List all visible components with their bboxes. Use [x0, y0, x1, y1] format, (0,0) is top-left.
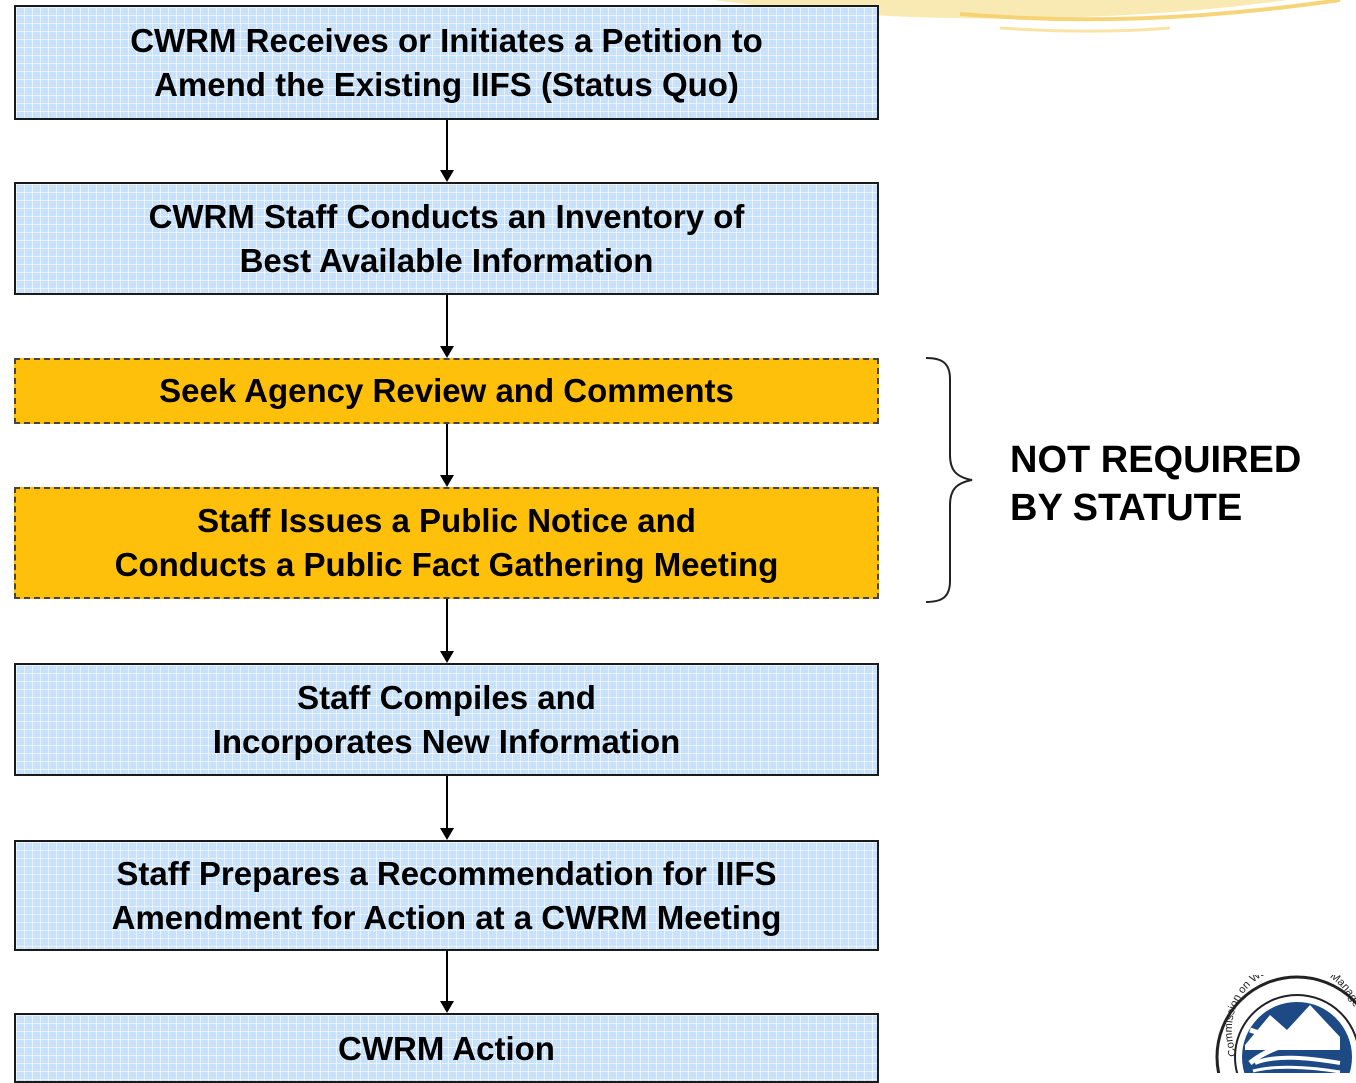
step-recommendation-line1: Staff Prepares a Recommendation for IIFS	[116, 854, 777, 892]
arrow-2	[440, 295, 454, 358]
step-compiles-box: Staff Compiles and Incorporates New Info…	[14, 663, 879, 776]
step-public-notice-box: Staff Issues a Public Notice and Conduct…	[14, 487, 879, 599]
arrow-4	[440, 599, 454, 663]
step-agency-review-line1: Seek Agency Review and Comments	[159, 372, 734, 409]
step-compiles-line1: Staff Compiles and	[297, 678, 596, 716]
step-public-notice-line1: Staff Issues a Public Notice and	[197, 502, 696, 539]
note-line1: NOT REQUIRED	[1010, 439, 1302, 481]
arrow-5	[440, 776, 454, 840]
arrow-3	[440, 424, 454, 487]
step-agency-review-box: Seek Agency Review and Comments	[14, 358, 879, 424]
arrow-6	[440, 951, 454, 1013]
step-action-line1: CWRM Action	[338, 1030, 555, 1067]
step-recommendation-line2: Amendment for Action at a CWRM Meeting	[111, 898, 782, 936]
step-petition-line2: Amend the Existing IIFS (Status Quo)	[154, 65, 739, 103]
step-public-notice-line2: Conducts a Public Fact Gathering Meeting	[114, 546, 779, 583]
step-petition-line1: CWRM Receives or Initiates a Petition to	[130, 21, 763, 59]
not-required-note: NOT REQUIRED BY STATUTE	[1010, 436, 1301, 532]
step-inventory-line2: Best Available Information	[239, 241, 654, 279]
curly-brace	[925, 357, 973, 603]
arrow-1	[440, 120, 454, 182]
step-inventory-box: CWRM Staff Conducts an Inventory of Best…	[14, 182, 879, 295]
cwrm-seal-logo: Commission on Water Resource Management	[1215, 975, 1356, 1073]
step-inventory-line1: CWRM Staff Conducts an Inventory of	[148, 197, 745, 235]
step-recommendation-box: Staff Prepares a Recommendation for IIFS…	[14, 840, 879, 951]
step-petition-box: CWRM Receives or Initiates a Petition to…	[14, 5, 879, 120]
note-line2: BY STATUTE	[1010, 487, 1243, 529]
step-action-box: CWRM Action	[14, 1013, 879, 1083]
step-compiles-line2: Incorporates New Information	[212, 722, 681, 760]
